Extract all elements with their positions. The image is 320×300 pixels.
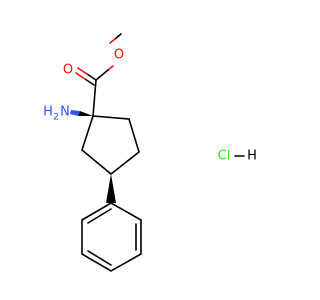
wedge-bond-n-blue <box>70 110 80 116</box>
bond-carbonyl-cq <box>92 79 97 117</box>
amine-h-subscript: 2 <box>53 113 59 123</box>
phenyl-double-3 <box>87 208 112 224</box>
bond-o-carbonyl-red <box>107 65 114 71</box>
bond-c-o-double-1 <box>86 73 97 81</box>
ester-oxygen-label: O <box>114 48 124 63</box>
ring-bond-1 <box>92 115 130 120</box>
bond-methyl-o-red <box>109 38 116 44</box>
hydrogen-label: H <box>247 149 257 164</box>
bond-methyl-o <box>114 33 122 40</box>
ring-bond-4 <box>81 149 112 175</box>
bond-c-o-double-2-red <box>75 72 86 80</box>
ring-bond-3 <box>110 151 140 175</box>
amine-n-label: N <box>60 105 70 120</box>
wedge-bond-phenyl <box>106 174 116 203</box>
phenyl-double-2 <box>87 250 112 266</box>
wedge-bond-n <box>78 111 93 116</box>
bond-c-o-double-1-red <box>77 67 88 75</box>
carbonyl-oxygen-label: O <box>63 63 73 78</box>
ring-bond-2 <box>128 118 140 153</box>
ring-bond-5 <box>81 115 94 151</box>
amine-h-label: H <box>43 105 53 120</box>
bond-o-carbonyl <box>95 69 109 81</box>
molecule-diagram: O O H 2 N Cl H <box>43 33 257 272</box>
phenyl-ring <box>81 202 142 272</box>
bond-c-o-double-2 <box>84 78 95 86</box>
chlorine-label: Cl <box>218 149 231 164</box>
